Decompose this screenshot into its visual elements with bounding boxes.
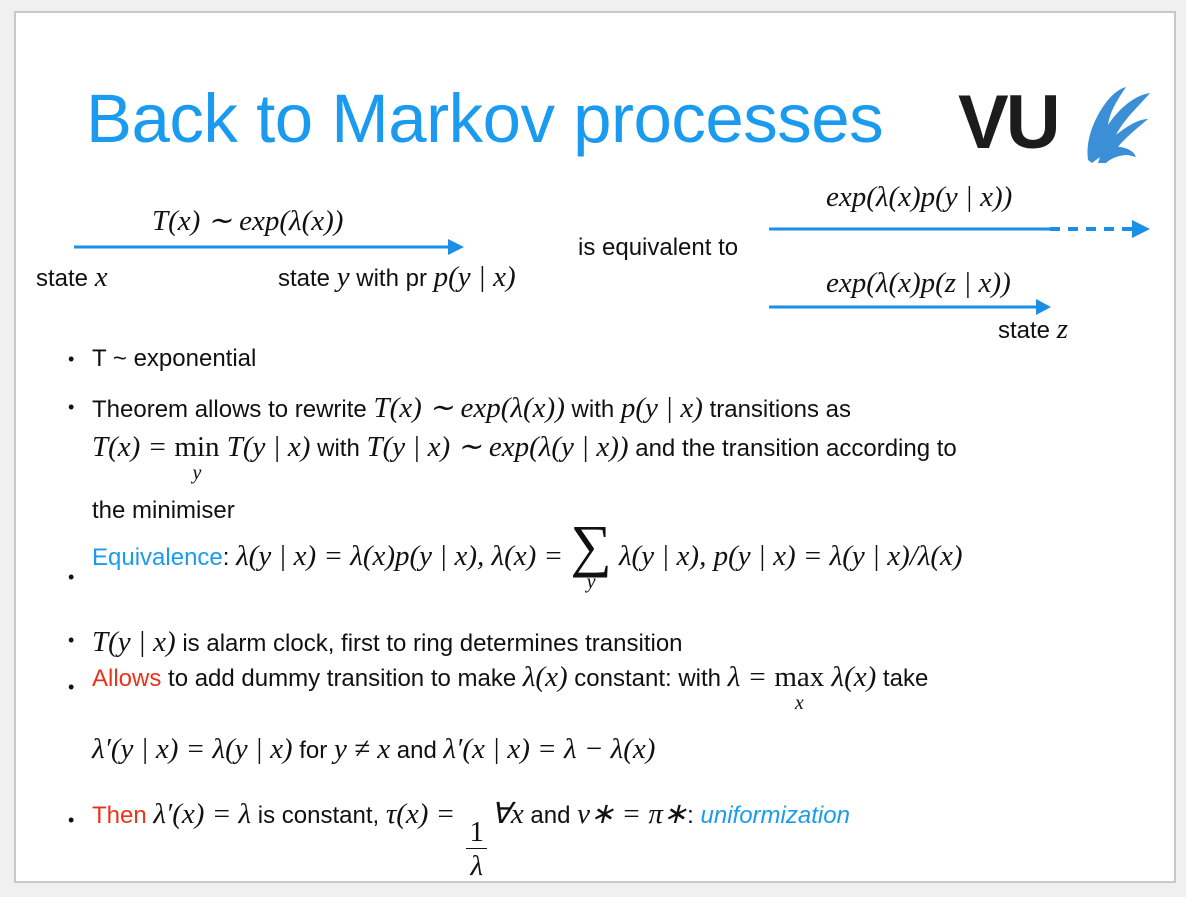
bullet-line: Allows to add dummy transition to make λ… [92, 661, 928, 714]
operator-subscript: y [586, 571, 596, 593]
bullet-line: Theorem allows to rewrite T(x) ∼ exp(λ(x… [92, 390, 851, 425]
bullet-dot-icon: • [68, 677, 75, 697]
bullet-text: T ~ exponential [92, 345, 257, 372]
state-x-label: state x [36, 261, 108, 294]
state-y-mid: with pr [349, 265, 434, 292]
math-expression: p(y | x) [620, 392, 703, 424]
bullet-line: λ′(y | x) = λ(y | x) for y ≠ x and λ′(x … [92, 733, 655, 766]
state-x-var: x [94, 261, 108, 293]
bullet-dot-icon: • [68, 810, 75, 830]
operator-symbol: max [774, 661, 825, 693]
operator-subscript: y [192, 462, 202, 484]
math-expression: λ(x) [522, 661, 568, 693]
math-operator: ∑y [570, 513, 612, 594]
math-expression: T(x) = [92, 431, 175, 463]
arrowhead-icon [1036, 299, 1051, 315]
math-expression: λ′(x | x) = λ − λ(x) [443, 733, 656, 765]
bullet-dot-icon: • [68, 349, 75, 369]
rate-label-y: exp(λ(x)p(y | x)) [826, 181, 1013, 213]
state-y-prefix: state [278, 265, 337, 292]
state-y-prob: p(y | x) [433, 261, 516, 293]
highlight-text: Then [92, 802, 147, 829]
math-expression: τ(x) = [385, 798, 463, 830]
state-z-prefix: state [998, 317, 1057, 344]
bullet-line: the minimiser [92, 497, 235, 525]
fraction-numerator: 1 [466, 816, 487, 849]
math-expression: T(y | x) ∼ exp(λ(y | x)) [366, 431, 629, 463]
bullet-text: Theorem allows to rewrite [92, 396, 374, 423]
math-expression: λ′(x) = λ [153, 798, 252, 830]
math-expression: T(y | x) [92, 626, 176, 658]
bullet-text: transitions as [702, 396, 851, 423]
bullet-dot-icon: • [68, 397, 75, 417]
bullet-text: with [564, 396, 621, 423]
state-x-prefix: state [36, 265, 95, 292]
transition-diagram [74, 220, 1150, 315]
slide: Back to Markov processes VU T(x) ∼ exp(λ… [14, 11, 1176, 883]
rate-label-x: T(x) ∼ exp(λ(x)) [152, 205, 344, 237]
state-y-var: y [336, 261, 350, 293]
griffin-icon [1087, 87, 1150, 163]
bullet-dot-icon: • [68, 567, 75, 587]
highlight-text: Allows [92, 665, 162, 692]
rate-label-z: exp(λ(x)p(z | x)) [826, 267, 1011, 299]
bullet-text: and [523, 802, 578, 829]
bullet-text: is constant, [251, 802, 386, 829]
math-expression: λ(y | x), p(y | x) = λ(y | x)/λ(x) [611, 540, 963, 572]
state-z-var: z [1056, 313, 1068, 345]
bullet-text: the minimiser [92, 497, 235, 524]
logo-text: VU [958, 80, 1061, 165]
math-expression: T(y | x) [219, 431, 311, 463]
fraction-denominator: λ [470, 850, 484, 882]
bullet-text: and [390, 737, 444, 764]
math-expression: λ(x) [824, 661, 877, 693]
math-expression: λ(y | x) = λ(x)p(y | x), λ(x) = [236, 540, 571, 572]
highlight-text: uniformization [700, 802, 850, 829]
state-y-label: state y with pr p(y | x) [278, 261, 516, 294]
bullet-line: T(y | x) is alarm clock, first to ring d… [92, 626, 683, 659]
math-expression: λ = [727, 661, 775, 693]
arrowhead-icon [1132, 220, 1150, 238]
operator-symbol: ∑ [570, 513, 612, 578]
bullet-text: take [876, 665, 929, 692]
vu-logo: VU [958, 80, 1158, 165]
state-z-label: state z [998, 313, 1068, 346]
operator-subscript: x [794, 692, 804, 714]
bullet-text: constant: with [567, 665, 728, 692]
equivalent-label: is equivalent to [578, 234, 739, 261]
math-expression: ∀x [490, 798, 524, 830]
math-expression: y ≠ x [333, 733, 391, 765]
bullet-dot-icon: • [68, 630, 75, 650]
highlight-text: Equivalence [92, 544, 223, 571]
arrowhead-icon [448, 239, 464, 255]
operator-symbol: min [174, 431, 220, 463]
bullet-text: : [222, 544, 237, 571]
bullet-text: to add dummy transition to make [161, 665, 523, 692]
bullet-line: T ~ exponential [92, 345, 256, 373]
bullet-text: for [292, 737, 334, 764]
slide-title: Back to Markov processes [86, 80, 884, 157]
bullet-text: is alarm clock, first to ring determines… [175, 630, 683, 657]
bullet-text: : [687, 802, 701, 829]
bullet-text: with [310, 435, 367, 462]
bullet-line: Equivalence: λ(y | x) = λ(x)p(y | x), λ(… [92, 513, 963, 594]
math-expression: ν∗ = π∗ [577, 798, 688, 830]
math-expression: λ′(y | x) = λ(y | x) [92, 733, 293, 765]
math-expression: T(x) ∼ exp(λ(x)) [373, 392, 565, 424]
bullet-text: and the transition according to [628, 435, 957, 462]
